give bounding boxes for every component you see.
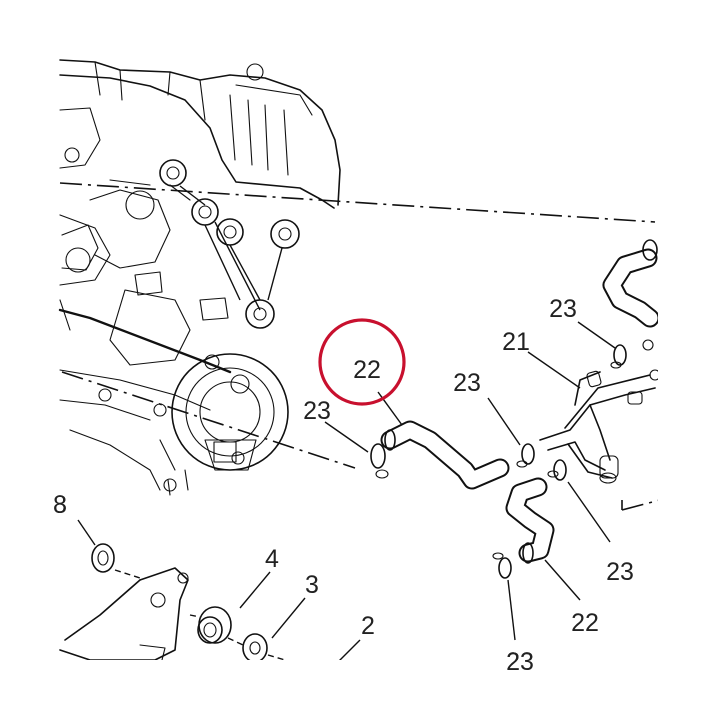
junction-21: [539, 370, 656, 484]
clamp: [516, 443, 535, 468]
bolt: [159, 159, 187, 187]
label-23-top: 23: [549, 295, 577, 323]
hose-upper-right: [602, 248, 660, 328]
engine-block: [58, 59, 341, 496]
label-23-bottom-overlay: 23: [506, 648, 534, 676]
label-2: 2: [361, 612, 375, 640]
assembly-axis-lines: [59, 182, 661, 511]
label-23-left: 23: [303, 397, 331, 425]
label-23-right-lower: 23: [606, 558, 634, 586]
bolt: [245, 299, 275, 329]
clamp: [492, 552, 512, 579]
label-22-lower: 22: [571, 609, 599, 637]
highlight-circle: [318, 318, 406, 406]
label-21: 21: [502, 328, 530, 356]
hose-22-lower: [505, 477, 555, 564]
clamp: [547, 459, 567, 481]
bolt: [270, 219, 300, 249]
bolt: [216, 218, 244, 246]
clamp: [642, 239, 658, 261]
label-4: 4: [265, 545, 279, 573]
hose-22-main: [380, 420, 510, 490]
hose-clamps: [370, 239, 661, 579]
mounting-bolts: [159, 159, 300, 329]
clamp: [610, 344, 627, 369]
clamp: [370, 443, 389, 479]
label-23-mid: 23: [453, 369, 481, 397]
lower-hardware: [59, 543, 286, 663]
label-3: 3: [305, 571, 319, 599]
label-22-highlight: 22: [353, 356, 381, 384]
bolt: [191, 198, 219, 226]
label-8-partial-overlay: 8: [53, 491, 67, 519]
